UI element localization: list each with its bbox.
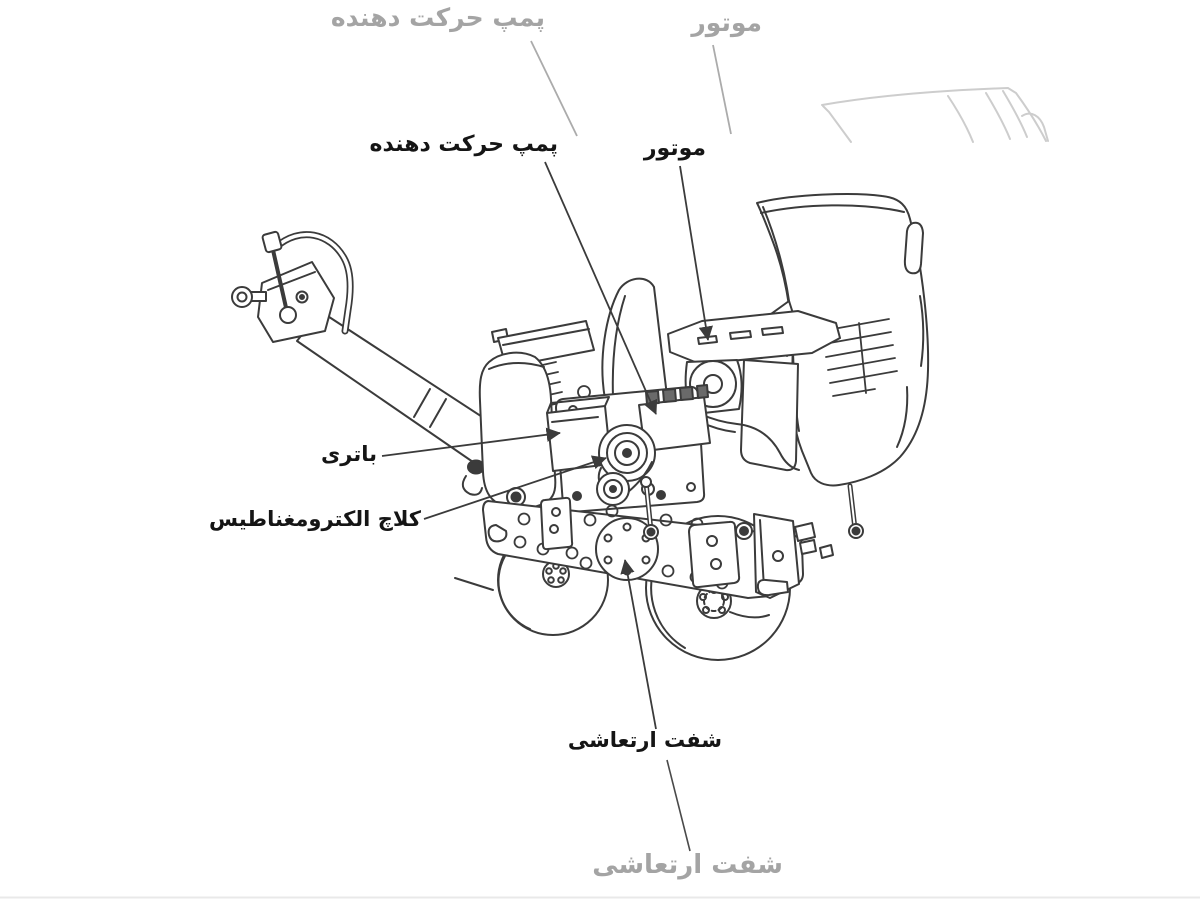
label-vibration-shaft: شفت ارتعاشی bbox=[567, 728, 722, 752]
cover-vent-slats bbox=[821, 318, 898, 397]
label-drive-pump: پمپ حرکت دهنده bbox=[369, 132, 558, 157]
label-motor-ghost: موتور bbox=[691, 8, 762, 37]
battery-box bbox=[546, 396, 612, 472]
label-drive-pump-ghost: پمپ حرکت دهنده bbox=[330, 3, 545, 32]
shift-lever bbox=[271, 248, 289, 314]
rear-hook bbox=[756, 578, 789, 597]
mount-bracket-right bbox=[688, 520, 741, 589]
shaft-leader-line bbox=[620, 559, 657, 730]
ghost-pump-leader-line bbox=[530, 40, 578, 137]
pump-leader-line bbox=[544, 161, 658, 415]
engine-cover bbox=[756, 193, 930, 487]
mount-bracket-left bbox=[540, 496, 574, 551]
motor-leader-line bbox=[679, 165, 713, 341]
ghost-leader-lines bbox=[530, 40, 732, 137]
lever-knob bbox=[261, 230, 283, 254]
battery-leader-line bbox=[381, 427, 561, 457]
adjuster-knob bbox=[231, 286, 253, 308]
engine-deck bbox=[667, 310, 841, 365]
electromagnetic-clutch-pulley bbox=[596, 424, 666, 506]
rear-frame-plate bbox=[753, 513, 834, 599]
label-motor: موتور bbox=[643, 136, 706, 161]
label-battery: باتری bbox=[321, 442, 377, 466]
shaft-ghost-connector-line bbox=[666, 759, 691, 852]
label-electromagnetic-clutch: کلاچ الکترومغناطیس bbox=[209, 507, 421, 531]
shock-mount-links bbox=[640, 476, 864, 540]
ghost-engine-outline bbox=[821, 86, 1049, 143]
clutch-leader-line bbox=[423, 455, 607, 520]
ghost-motor-leader-line bbox=[712, 44, 732, 135]
frame-side-plate bbox=[482, 496, 804, 599]
vibration-shaft-cover bbox=[595, 517, 659, 581]
handle-grip-head bbox=[231, 230, 354, 343]
label-vibration-shaft-ghost: شفت ارتعاشی bbox=[592, 850, 783, 880]
leader-lines bbox=[381, 161, 713, 852]
drum-scraper bbox=[729, 611, 770, 619]
frame-front-hook bbox=[487, 524, 508, 543]
